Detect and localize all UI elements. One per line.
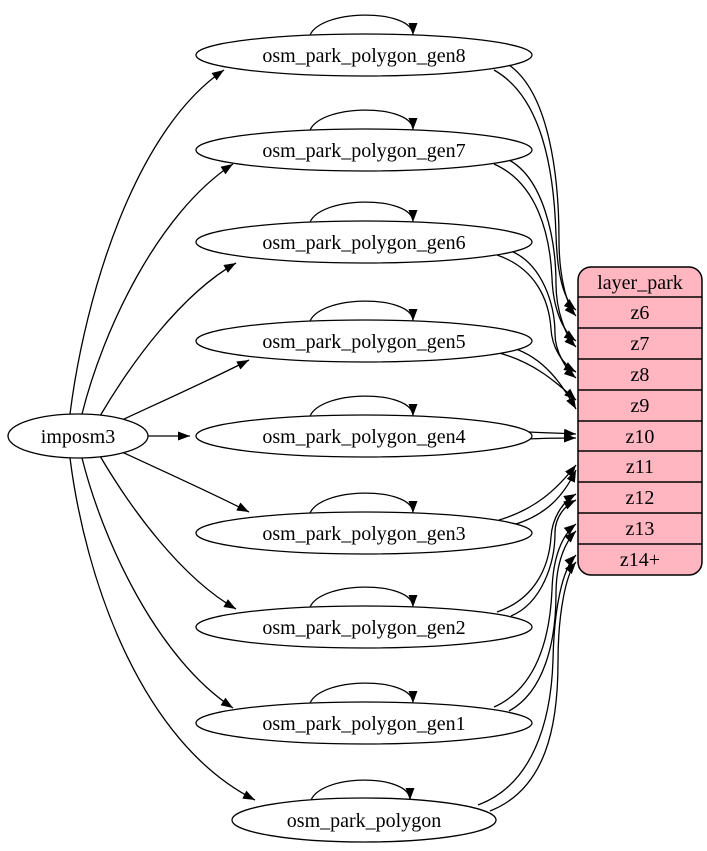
self-loop-gen3 bbox=[308, 492, 418, 517]
layer-row-z7: z7 bbox=[631, 333, 650, 355]
edge-gen1-to-z13-b bbox=[508, 530, 577, 712]
gen1-ellipse bbox=[195, 701, 533, 745]
imposm3-ellipse bbox=[7, 413, 149, 459]
gen4-label: osm_park_polygon_gen4 bbox=[262, 426, 465, 448]
self-loop-gen8 bbox=[308, 14, 418, 39]
edge-gen8-to-z6-b bbox=[508, 64, 577, 317]
gen3-label: osm_park_polygon_gen3 bbox=[262, 523, 465, 545]
self-loop-gen2 bbox=[308, 586, 418, 611]
node-imposm3: imposm3 bbox=[7, 413, 149, 459]
node-osm-park-polygon-gen2: osm_park_polygon_gen2 bbox=[195, 605, 533, 649]
layer-row-z10: z10 bbox=[626, 426, 655, 448]
edges-layer bbox=[69, 14, 577, 812]
edge-gen1-to-z13-a bbox=[493, 523, 577, 708]
gen2-ellipse bbox=[195, 605, 533, 649]
gen6-label: osm_park_polygon_gen6 bbox=[262, 232, 465, 254]
imposm3-label: imposm3 bbox=[41, 426, 115, 448]
edge-gen2-to-z12-a bbox=[496, 493, 577, 613]
osm-park-polygon-label: osm_park_polygon bbox=[287, 810, 441, 832]
edge-osm-park-polygon-to-z14-a bbox=[477, 554, 577, 806]
self-loop-gen1 bbox=[308, 682, 418, 707]
node-osm-park-polygon: osm_park_polygon bbox=[231, 797, 497, 843]
node-osm-park-polygon-gen1: osm_park_polygon_gen1 bbox=[195, 701, 533, 745]
edge-gen5-to-z9-a bbox=[498, 352, 577, 401]
osm-park-polygon-ellipse bbox=[231, 797, 497, 843]
edge-imposm3-to-gen6 bbox=[99, 262, 237, 417]
layer-row-z8: z8 bbox=[631, 364, 650, 386]
edge-gen5-to-z9-b bbox=[512, 347, 577, 410]
layer-row-z12: z12 bbox=[626, 487, 655, 509]
layer-row-z14: z14+ bbox=[620, 549, 660, 571]
edge-imposm3-to-gen5 bbox=[121, 359, 250, 421]
self-loop-gen6 bbox=[308, 201, 418, 226]
layer-park-table: layer_park z6 z7 z8 z9 z10 z11 z12 z13 z… bbox=[577, 266, 703, 576]
edge-imposm3-to-gen8 bbox=[69, 69, 225, 415]
edge-gen3-to-z11-a bbox=[498, 464, 577, 521]
gen2-label: osm_park_polygon_gen2 bbox=[262, 617, 465, 639]
edge-gen8-to-z6-a bbox=[493, 69, 577, 311]
edge-gen3-to-z11-b bbox=[512, 469, 577, 526]
edge-gen6-to-z8-b bbox=[510, 250, 577, 379]
gen1-label: osm_park_polygon_gen1 bbox=[262, 713, 465, 735]
edge-imposm3-to-osm-park-polygon bbox=[69, 457, 256, 801]
nodes-layer: imposm3 osm_park_polygon_gen8 osm_park_p… bbox=[7, 33, 533, 843]
layer-row-z6: z6 bbox=[631, 302, 650, 324]
node-osm-park-polygon-gen7: osm_park_polygon_gen7 bbox=[195, 128, 533, 172]
self-loop-gen7 bbox=[308, 109, 418, 134]
node-osm-park-polygon-gen3: osm_park_polygon_gen3 bbox=[195, 511, 533, 555]
layer-park-title: layer_park bbox=[597, 272, 683, 294]
gen8-label: osm_park_polygon_gen8 bbox=[262, 45, 465, 67]
layer-row-z9: z9 bbox=[631, 395, 650, 417]
edge-imposm3-to-gen1 bbox=[81, 457, 234, 709]
edge-imposm3-to-gen2 bbox=[99, 455, 237, 610]
edge-gen2-to-z12-b bbox=[510, 499, 577, 617]
gen5-label: osm_park_polygon_gen5 bbox=[262, 331, 465, 353]
gen4-ellipse bbox=[195, 414, 533, 458]
edge-imposm3-to-gen7 bbox=[81, 163, 234, 415]
edge-imposm3-to-gen3 bbox=[121, 451, 250, 513]
gen5-ellipse bbox=[195, 319, 533, 363]
node-osm-park-polygon-gen4: osm_park_polygon_gen4 bbox=[195, 414, 533, 458]
self-loop-gen5 bbox=[308, 300, 418, 325]
self-loop-gen4 bbox=[308, 395, 418, 420]
node-osm-park-polygon-gen6: osm_park_polygon_gen6 bbox=[195, 220, 533, 264]
layer-row-z13: z13 bbox=[626, 518, 655, 540]
self-loop-osm-park-polygon bbox=[309, 779, 415, 804]
gen8-ellipse bbox=[195, 33, 533, 77]
edge-gen4-to-z10-b bbox=[528, 433, 577, 443]
gen6-ellipse bbox=[195, 220, 533, 264]
layer-row-z11: z11 bbox=[626, 456, 654, 478]
gen7-ellipse bbox=[195, 128, 533, 172]
gen3-ellipse bbox=[195, 511, 533, 555]
node-osm-park-polygon-gen5: osm_park_polygon_gen5 bbox=[195, 319, 533, 363]
edge-gen7-to-z7-b bbox=[508, 159, 577, 348]
node-osm-park-polygon-gen8: osm_park_polygon_gen8 bbox=[195, 33, 533, 77]
gen7-label: osm_park_polygon_gen7 bbox=[262, 140, 465, 162]
edge-gen4-to-z10-a bbox=[528, 428, 577, 438]
edge-osm-park-polygon-to-z14-b bbox=[489, 561, 577, 812]
